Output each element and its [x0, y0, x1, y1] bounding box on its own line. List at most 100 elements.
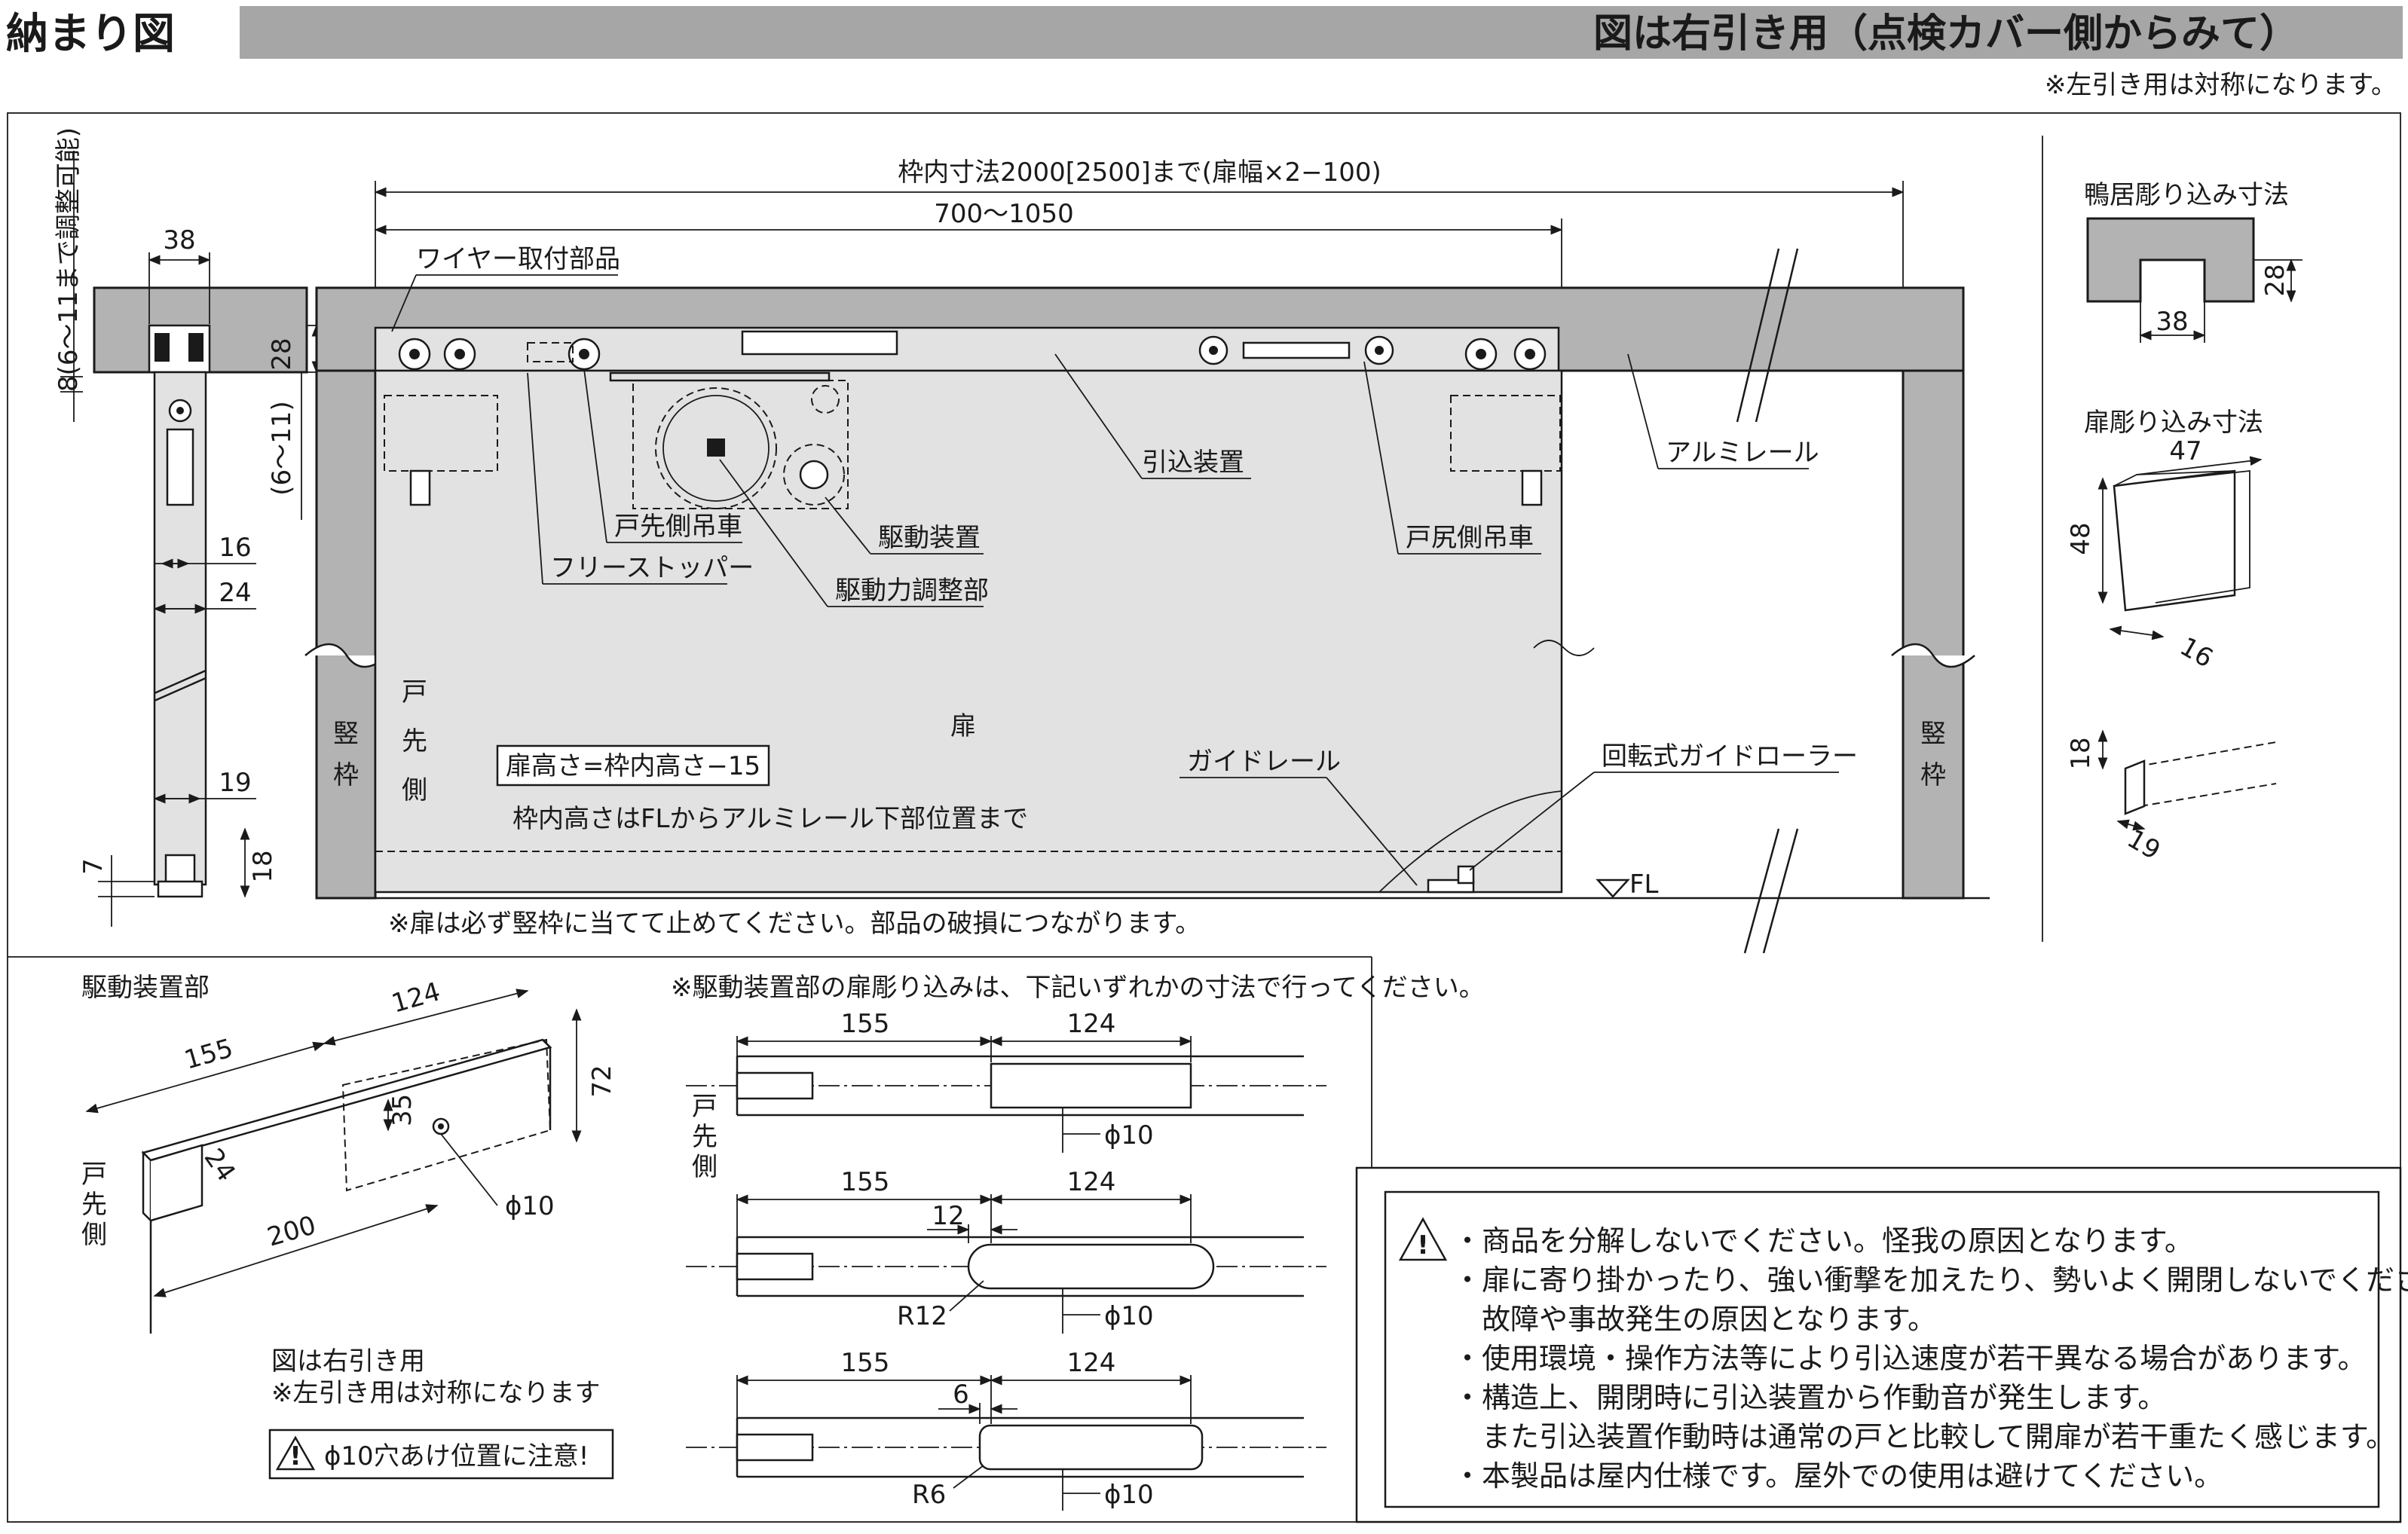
symmetric-note: ※左引き用は対称になります。 — [2045, 70, 2397, 100]
door-panel — [374, 369, 1563, 894]
right-jamb-label-2: 枠 — [1920, 760, 1946, 790]
cut-option-1: 155 124 ϕ10 — [686, 1009, 1326, 1153]
outer-frame — [7, 112, 2401, 1523]
kamoi-dim-38: 38 — [2156, 307, 2188, 337]
notes-inner-box — [1384, 1190, 2380, 1508]
drive-dim-124: 124 — [388, 976, 443, 1019]
left-jamb-label-1: 竪 — [333, 719, 359, 749]
door-label: 扉 — [950, 711, 976, 741]
drive-phi: ϕ10 — [505, 1191, 555, 1221]
label-alumi: アルミレール — [1666, 438, 1819, 468]
note-line-7: ・本製品は屋内仕様です。屋外での使用は避けてください。 — [1453, 1459, 2223, 1493]
note-line-3: 故障や事故発生の原因となります。 — [1453, 1303, 1936, 1336]
drive-tosaki-1: 戸 — [81, 1160, 107, 1190]
opt2-r: R12 — [897, 1301, 947, 1331]
cut-tosaki-3: 側 — [692, 1152, 718, 1182]
note-line-1: ・商品を分解しないでください。怪我の原因となります。 — [1453, 1224, 2193, 1257]
side-section: 8(6〜11まで調整可能) 38 28 (6〜11) — [54, 127, 324, 927]
drive-caution-text: ϕ10穴あけ位置に注意! — [324, 1441, 589, 1471]
tosaki-label-2: 先 — [402, 726, 427, 756]
notes-panel: ! ・商品を分解しないでください。怪我の原因となります。 ・扉に寄り掛かったり、… — [1355, 1166, 2408, 1523]
tobira-dim-19: 19 — [2122, 824, 2165, 866]
drive-note-1: 図は右引き用 — [271, 1346, 425, 1377]
tojiri-bracket — [1450, 395, 1561, 472]
door-height-note: 枠内高さはFLからアルミレール下部位置まで — [513, 804, 1028, 834]
drive-tosaki-2: 先 — [81, 1190, 107, 1220]
label-tosaki-roller: 戸先側吊車 — [614, 512, 742, 542]
note-line-4: ・使用環境・操作方法等により引込速度が若干異なる場合があります。 — [1453, 1342, 2366, 1375]
drive-caution-box — [268, 1429, 614, 1480]
dim-6-11: (6〜11) — [267, 401, 297, 495]
cut-option-2: 155 124 12 R12 ϕ10 — [686, 1167, 1326, 1334]
svg-text:!: ! — [1417, 1230, 1429, 1261]
header: 納まり図 図は右引き用（点検カバー側からみて） ※左引き用は対称になります。 — [6, 6, 2403, 100]
opt2-155: 155 — [841, 1167, 890, 1197]
tosaki-label-1: 戸 — [402, 677, 427, 707]
door-height-formula: 扉高さ=枠内高さ−15 — [506, 751, 760, 781]
adjust-vertical-label: 8(6〜11まで調整可能) — [54, 127, 84, 392]
jamb-warning: ※扉は必ず竪枠に当てて止めてください。部品の破損につながります。 — [388, 909, 1201, 939]
label-guide-rail: ガイドレール — [1187, 747, 1341, 777]
tobira-groove-shape — [2113, 469, 2236, 612]
drive-tosaki-3: 側 — [81, 1220, 107, 1250]
tobira-title: 扉彫り込み寸法 — [2084, 408, 2263, 438]
opt3-6: 6 — [953, 1380, 969, 1410]
tobira-dim-47: 47 — [2169, 436, 2201, 466]
warning-icon — [275, 1435, 316, 1471]
label-free-stopper: フリーストッパー — [550, 553, 754, 583]
drive-note-2: ※左引き用は対称になります — [271, 1378, 601, 1408]
label-guide-roller: 回転式ガイドローラー — [1602, 741, 1858, 772]
tobira-dim-16: 16 — [2175, 631, 2218, 674]
drive-dim-155: 155 — [181, 1033, 236, 1075]
elevation: 枠内寸法2000[2500]まで(扉幅×2−100) 700〜1050 — [304, 157, 1990, 954]
tobira-dim-48: 48 — [2066, 522, 2096, 555]
label-drive: 駆動装置 — [878, 523, 981, 553]
cut-tosaki-1: 戸 — [692, 1092, 718, 1122]
page-title: 納まり図 — [6, 10, 175, 59]
dim-frame-width: 枠内寸法2000[2500]まで(扉幅×2−100) — [898, 157, 1381, 188]
opt2-124: 124 — [1067, 1167, 1116, 1197]
drive-part-title: 駆動装置部 — [81, 973, 210, 1003]
door-height-box — [496, 744, 770, 787]
label-wire: ワイヤー取付部品 — [416, 244, 620, 274]
opt2-12: 12 — [932, 1201, 964, 1231]
header-banner-text: 図は右引き用（点検カバー側からみて） — [1593, 11, 2299, 57]
right-jamb — [1902, 369, 1965, 900]
note-line-5: ・構造上、開閉時に引込装置から作動音が発生します。 — [1453, 1381, 2166, 1414]
header-banner-bar — [240, 6, 2403, 59]
tosaki-bracket — [384, 395, 498, 472]
opt3-r: R6 — [912, 1480, 946, 1510]
drive-unit — [632, 380, 849, 509]
dim-24: 24 — [219, 578, 251, 608]
dim-18: 18 — [248, 850, 278, 882]
label-tojiri-roller: 戸尻側吊車 — [1406, 523, 1534, 553]
opt3-124: 124 — [1067, 1348, 1116, 1378]
dim-700-1050: 700〜1050 — [934, 199, 1073, 229]
cut-options: ※駆動装置部の扉彫り込みは、下記いずれかの寸法で行ってください。 戸 先 側 1… — [671, 973, 1485, 1511]
cut-options-title: ※駆動装置部の扉彫り込みは、下記いずれかの寸法で行ってください。 — [671, 973, 1485, 1003]
label-drive-adjust: 駆動力調整部 — [835, 576, 989, 606]
kamoi-title: 鴨居彫り込み寸法 — [2084, 180, 2289, 210]
right-panel: 鴨居彫り込み寸法 28 38 扉彫り込み寸法 47 48 16 18 19 — [2066, 180, 2302, 866]
note-line-2: ・扉に寄り掛かったり、強い衝撃を加えたり、勢いよく開閉しないでください。 — [1453, 1264, 2408, 1297]
notes-warning-icon — [1398, 1217, 1448, 1261]
tobira-dim-18: 18 — [2066, 737, 2096, 769]
tosaki-label-3: 側 — [402, 775, 427, 805]
dim-16: 16 — [219, 533, 251, 563]
left-jamb-label-2: 枠 — [333, 760, 359, 790]
left-jamb — [315, 369, 377, 900]
drive-part: 駆動装置部 155 124 72 35 24 200 ϕ10 戸 先 側 図は右… — [81, 973, 617, 1480]
right-jamb-label-1: 竪 — [1920, 719, 1946, 749]
label-hikikomi: 引込装置 — [1142, 448, 1244, 478]
opt1-124: 124 — [1067, 1009, 1116, 1039]
dim-38: 38 — [163, 225, 195, 255]
kamoi-groove-shape — [2086, 217, 2255, 303]
drive-dim-35: 35 — [387, 1094, 418, 1126]
svg-text:!: ! — [289, 1441, 301, 1471]
drive-dim-24: 24 — [198, 1143, 242, 1187]
drive-dim-72: 72 — [587, 1065, 617, 1097]
opt1-155: 155 — [841, 1009, 890, 1039]
note-line-6: また引込装置作動時は通常の戸と比較して開扉が若干重たく感じます。 — [1453, 1420, 2394, 1453]
opt3-155: 155 — [841, 1348, 890, 1378]
